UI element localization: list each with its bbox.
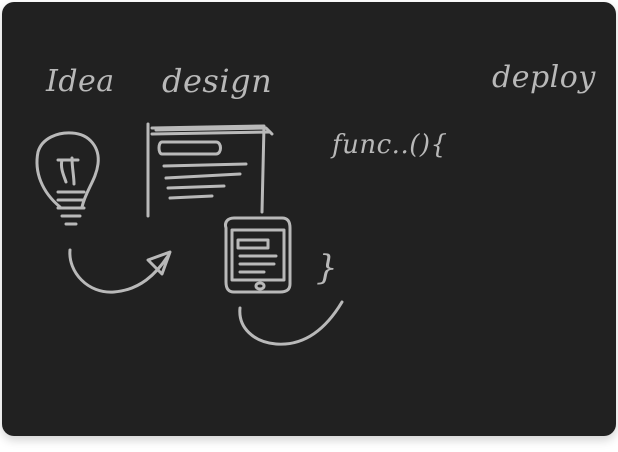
closing-brace-label: } — [316, 248, 339, 288]
code-snippet-label: func..(){ — [332, 130, 448, 160]
chalkboard-canvas: Idea design deploy func..(){ } — [2, 2, 616, 436]
lightbulb-icon — [35, 131, 100, 226]
sketch-drawings — [35, 122, 344, 346]
tablet-icon — [224, 216, 292, 294]
idea-label: Idea — [46, 64, 115, 99]
idea-to-design-arrow-icon — [68, 248, 172, 294]
browser-window-icon — [146, 122, 274, 218]
design-label: design — [162, 62, 273, 100]
deploy-label: deploy — [492, 60, 596, 95]
design-to-code-arrow-icon — [238, 300, 344, 346]
